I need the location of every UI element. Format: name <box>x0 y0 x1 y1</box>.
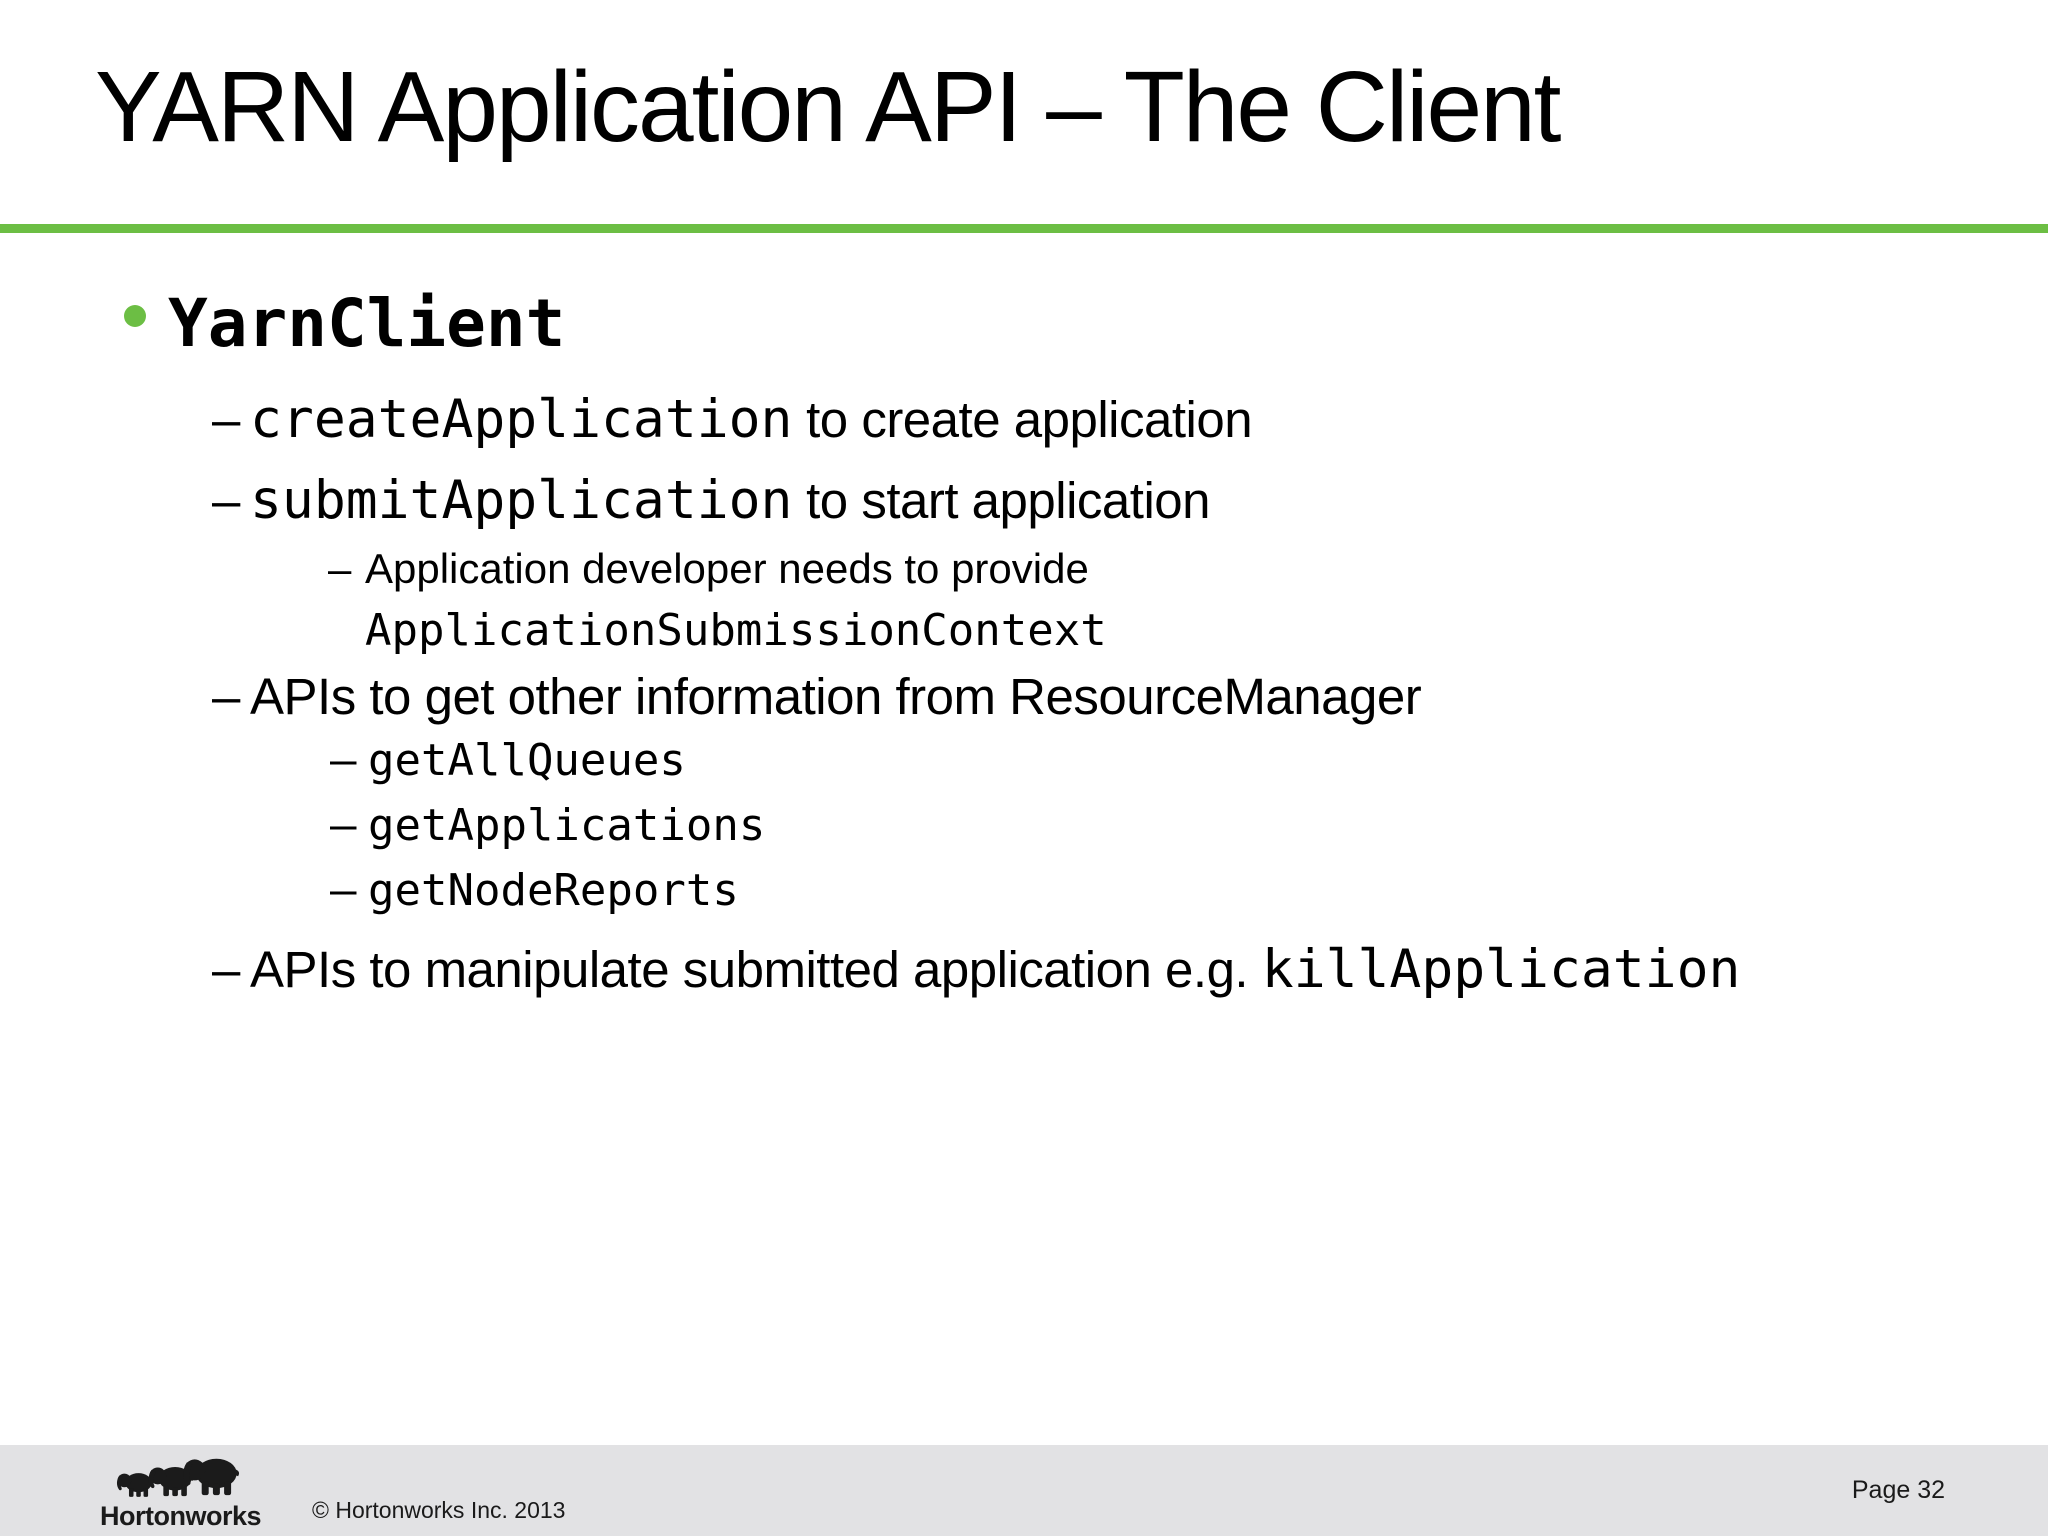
list-item-submit-application: –submitApplication to start application <box>212 470 1211 532</box>
list-item-apis-info: –APIs to get other information from Reso… <box>212 668 1422 727</box>
dash-bullet: – <box>330 800 357 851</box>
footer-bar <box>0 1445 2048 1536</box>
code-get-node-reports: getNodeReports <box>368 865 739 916</box>
list-item-developer-provide: –Application developer needs to provide … <box>328 538 1107 662</box>
text-developer-provide: Application developer needs to provide <box>365 545 1089 592</box>
code-create-application: createApplication <box>250 389 793 450</box>
text-submit-application: to start application <box>792 472 1211 529</box>
list-item-get-all-queues: –getAllQueues <box>330 735 686 787</box>
hortonworks-logo: Hortonworks <box>100 1451 270 1532</box>
text-apis-info: APIs to get other information from Resou… <box>250 668 1422 725</box>
dash-bullet: – <box>212 668 240 725</box>
logo-wordmark: Hortonworks <box>100 1501 262 1531</box>
list-item-manipulate-application: –APIs to manipulate submitted applicatio… <box>212 939 1741 1001</box>
list-item-create-application: –createApplication to create application <box>212 389 1253 451</box>
dash-bullet: – <box>330 735 357 786</box>
heading-yarnclient: YarnClient <box>168 285 566 362</box>
text-manipulate-application: APIs to manipulate submitted application… <box>250 941 1262 998</box>
list-item-get-node-reports: –getNodeReports <box>330 865 739 917</box>
elephants-icon <box>116 1458 240 1497</box>
green-bullet-dot-icon <box>124 305 146 327</box>
page-number: Page 32 <box>1851 1476 1945 1504</box>
page-title: YARN Application API – The Client <box>95 51 1561 163</box>
code-kill-application: killApplication <box>1261 939 1741 1000</box>
code-submit-application: submitApplication <box>250 470 793 531</box>
dash-bullet: – <box>330 865 357 916</box>
dash-bullet: – <box>328 545 352 592</box>
dash-bullet: – <box>212 391 240 448</box>
title-underline-rule <box>0 224 2048 233</box>
list-item-get-applications: –getApplications <box>330 800 766 852</box>
copyright-text: © Hortonworks Inc. 2013 <box>312 1497 566 1523</box>
code-application-submission-context: ApplicationSubmissionContext <box>365 605 1107 656</box>
code-get-applications: getApplications <box>368 800 766 851</box>
dash-bullet: – <box>212 472 240 529</box>
code-get-all-queues: getAllQueues <box>368 735 686 786</box>
text-create-application: to create application <box>792 391 1253 448</box>
dash-bullet: – <box>212 941 240 998</box>
